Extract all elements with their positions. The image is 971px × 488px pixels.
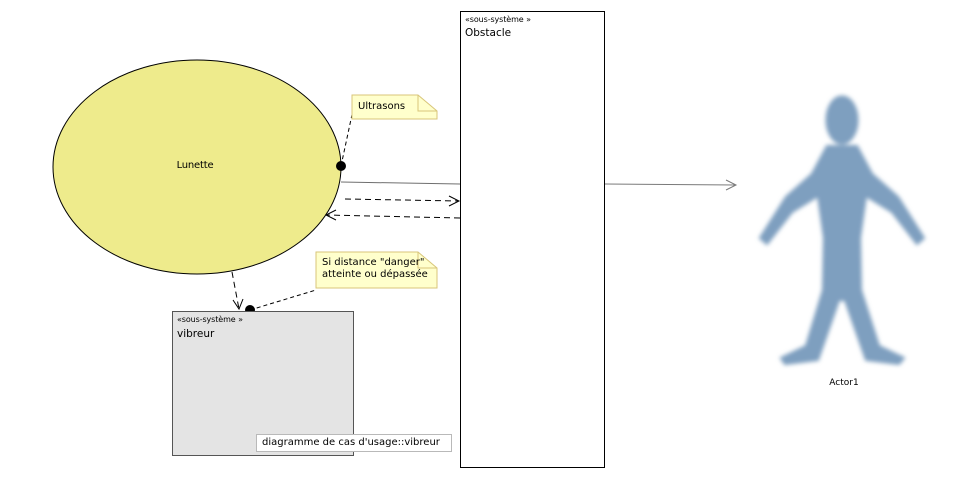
dependency-to-vibreur	[231, 271, 244, 311]
obstacle-stereotype: «sous-système »	[465, 15, 531, 24]
obstacle-actor-association	[604, 179, 738, 191]
lunette-obstacle-link	[340, 181, 461, 185]
obstacle-name: Obstacle	[465, 27, 512, 39]
note-anchor-ultrasons	[340, 109, 354, 167]
note-danger[interactable]	[315, 251, 438, 289]
note-danger-text-line1: Si distance "danger"	[322, 257, 425, 268]
vibreur-name: vibreur	[177, 328, 215, 340]
actor-name: Actor1	[829, 378, 859, 388]
dependency-to-lunette	[324, 209, 461, 221]
vibreur-subsystem[interactable]: «sous-système » vibreur	[172, 311, 354, 456]
note-anchor-danger	[249, 289, 317, 311]
vibreur-stereotype: «sous-système »	[177, 315, 243, 324]
anchor-dot-ultrasons	[336, 161, 346, 171]
vibreur-diagram-link[interactable]: diagramme de cas d'usage::vibreur	[256, 434, 452, 452]
lunette-label: Lunette	[176, 160, 214, 171]
obstacle-subsystem[interactable]: «sous-système » Obstacle	[460, 11, 605, 468]
actor-figure[interactable]	[758, 95, 926, 366]
note-ultrasons[interactable]	[351, 94, 438, 120]
dependency-to-obstacle	[344, 195, 461, 207]
note-ultrasons-text: Ultrasons	[358, 101, 406, 112]
note-danger-text-line2: atteinte ou dépassée	[322, 269, 428, 280]
